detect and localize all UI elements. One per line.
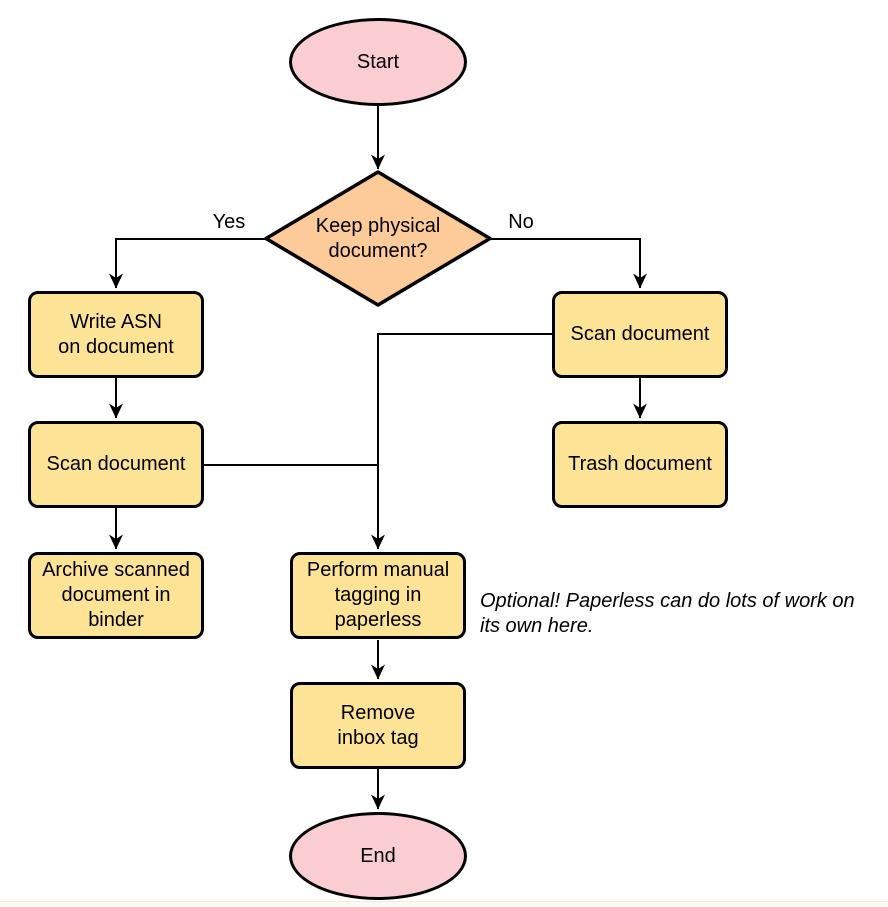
node-label-line: paperless: [334, 609, 422, 631]
node-scan-document-left: Scan document: [28, 421, 204, 508]
node-scan-document-right: Scan document: [552, 291, 728, 378]
annotation-line: Optional! Paperless can do lots of work …: [480, 590, 855, 612]
node-label-line: Scan document: [570, 323, 710, 345]
page-bottom-strip: [0, 901, 888, 907]
node-label-line: Start: [356, 50, 400, 73]
annotation-line: its own here.: [480, 615, 594, 637]
node-label-line: Write ASN: [70, 310, 162, 333]
edge-decision-no-to-scan-right: [490, 238, 647, 289]
node-trash-document: Trash document: [552, 421, 728, 508]
node-label-line: document?: [328, 239, 428, 262]
node-end: End: [289, 812, 467, 900]
edge-decision-yes-to-write-asn: [109, 238, 266, 289]
node-label-line: Remove: [340, 701, 416, 724]
node-label-line: Archive scanned: [42, 559, 190, 581]
node-label-line: on document: [58, 335, 174, 358]
node-label-line: Trash document: [568, 453, 712, 475]
node-label-line: inbox tag: [337, 726, 419, 749]
node-write-asn: Write ASN on document: [28, 291, 204, 378]
node-remove-inbox-tag: Remove inbox tag: [290, 682, 466, 769]
node-label-line: tagging in: [334, 584, 422, 606]
node-decision-keep-physical: Keep physical document?: [278, 207, 478, 270]
node-archive-in-binder: Archive scanned document in binder: [28, 552, 204, 639]
edge-label-yes: Yes: [212, 211, 246, 233]
edge-label-no: No: [508, 211, 534, 233]
node-label-line: document in: [61, 584, 171, 606]
node-start: Start: [289, 18, 467, 106]
node-label-line: Keep physical: [315, 214, 441, 237]
node-label-line: End: [360, 844, 396, 867]
edge-scan-right-to-tagging: [371, 333, 552, 550]
node-perform-manual-tagging: Perform manual tagging in paperless: [290, 552, 466, 639]
node-label-line: binder: [88, 609, 144, 631]
node-label-line: Scan document: [46, 453, 186, 475]
node-label-line: Perform manual: [306, 559, 450, 581]
decision-diamond-shape: [264, 170, 492, 307]
annotation-optional-note: Optional! Paperless can do lots of work …: [480, 589, 888, 639]
